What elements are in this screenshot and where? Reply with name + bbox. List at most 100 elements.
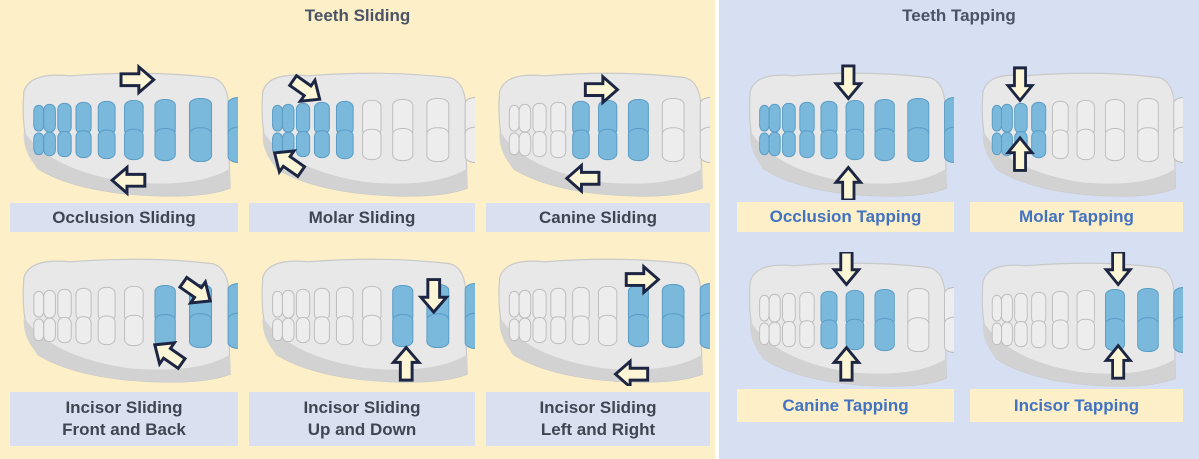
upper-tooth xyxy=(314,288,329,320)
cell-label-line2: Front and Back xyxy=(62,419,186,441)
upper-tooth xyxy=(760,105,769,131)
teeth-tapping-panel: Teeth Tapping Occlusion TappingMolar Tap… xyxy=(719,0,1199,459)
lower-tooth xyxy=(551,131,566,158)
lower-tooth xyxy=(992,323,1001,345)
lower-tooth xyxy=(76,131,91,158)
lower-tooth xyxy=(519,318,530,341)
upper-tooth xyxy=(34,291,44,317)
illustration-cell: Canine Tapping xyxy=(737,252,954,422)
upper-tooth xyxy=(1002,104,1013,132)
lower-tooth xyxy=(551,317,566,344)
lower-tooth xyxy=(760,323,769,345)
cell-label-line1: Incisor Sliding xyxy=(303,397,420,419)
upper-tooth xyxy=(273,105,283,131)
upper-tooth xyxy=(282,290,294,318)
molar-tapping-teeth-icon xyxy=(970,62,1183,200)
lower-tooth xyxy=(662,314,684,348)
lower-tooth xyxy=(44,318,56,341)
lower-tooth xyxy=(314,317,329,344)
lower-tooth xyxy=(573,130,590,159)
lower-tooth xyxy=(599,129,617,159)
upper-tooth xyxy=(551,102,566,134)
upper-tooth xyxy=(1032,292,1046,324)
upper-tooth xyxy=(769,294,780,322)
upper-tooth xyxy=(509,105,519,131)
cell-label: Incisor SlidingFront and Back xyxy=(10,392,238,446)
lower-tooth xyxy=(1174,127,1183,162)
lower-tooth xyxy=(427,314,449,348)
upper-tooth xyxy=(509,291,519,317)
cell-label-line1: Molar Sliding xyxy=(309,207,416,229)
cell-label: Incisor SlidingLeft and Right xyxy=(486,392,710,446)
upper-tooth xyxy=(533,103,546,133)
cell-label-line2: Up and Down xyxy=(308,419,417,441)
lower-tooth xyxy=(783,321,796,346)
upper-tooth xyxy=(551,288,566,320)
lower-tooth xyxy=(1052,320,1068,349)
lower-tooth xyxy=(1077,319,1094,349)
upper-tooth xyxy=(1032,102,1046,134)
lower-tooth xyxy=(363,129,381,159)
lower-tooth xyxy=(465,313,475,348)
upper-tooth xyxy=(34,105,44,131)
lower-tooth xyxy=(228,127,238,162)
lower-tooth xyxy=(533,131,546,156)
upper-tooth xyxy=(783,293,796,323)
cell-label: Incisor Tapping xyxy=(970,389,1183,422)
cell-label-line1: Canine Sliding xyxy=(539,207,657,229)
cell-label-line1: Canine Tapping xyxy=(782,395,908,417)
lower-tooth xyxy=(509,133,519,155)
illustration-cell: Incisor SlidingFront and Back xyxy=(10,248,238,446)
lower-tooth xyxy=(1077,129,1094,159)
lower-tooth xyxy=(363,315,381,345)
lower-tooth xyxy=(189,314,211,348)
upper-tooth xyxy=(1015,103,1028,133)
lower-tooth xyxy=(465,127,475,162)
lower-tooth xyxy=(908,128,929,162)
cell-label-line1: Incisor Sliding xyxy=(65,397,182,419)
lower-tooth xyxy=(1174,317,1183,352)
upper-tooth xyxy=(58,289,71,319)
upper-tooth xyxy=(44,290,56,318)
lower-tooth xyxy=(519,132,530,155)
lower-tooth xyxy=(1105,129,1124,161)
canine-sliding-teeth-icon xyxy=(486,62,710,200)
cell-label: Canine Sliding xyxy=(486,203,710,232)
lower-tooth xyxy=(314,131,329,158)
cell-label-line1: Incisor Tapping xyxy=(1014,395,1139,417)
cell-label-line2: Left and Right xyxy=(541,419,655,441)
illustration-cell: Molar Tapping xyxy=(970,62,1183,232)
upper-tooth xyxy=(44,104,56,132)
lower-tooth xyxy=(34,133,44,155)
lower-tooth xyxy=(336,130,353,159)
teeth-tapping-title: Teeth Tapping xyxy=(719,6,1199,26)
lower-tooth xyxy=(155,129,175,161)
lower-tooth xyxy=(846,129,864,159)
upper-tooth xyxy=(992,295,1001,321)
illustration-cell: Incisor Tapping xyxy=(970,252,1183,422)
upper-tooth xyxy=(296,289,309,319)
lower-tooth xyxy=(700,127,710,162)
lower-tooth xyxy=(282,318,294,341)
lower-tooth xyxy=(800,321,814,348)
illustration-cell: Occlusion Tapping xyxy=(737,62,954,232)
lower-tooth xyxy=(1052,130,1068,159)
cell-label-line1: Molar Tapping xyxy=(1019,206,1134,228)
lower-tooth xyxy=(228,313,238,348)
lower-tooth xyxy=(296,131,309,156)
incisor-left-right-teeth-icon xyxy=(486,248,710,386)
teeth-sliding-panel: Teeth Sliding Occlusion SlidingMolar Sli… xyxy=(0,0,715,459)
lower-tooth xyxy=(1138,128,1159,162)
upper-tooth xyxy=(296,103,309,133)
lower-tooth xyxy=(662,128,684,162)
lower-tooth xyxy=(1138,318,1159,352)
lower-tooth xyxy=(1002,322,1013,345)
lower-tooth xyxy=(628,315,648,347)
cell-label: Molar Tapping xyxy=(970,202,1183,232)
lower-tooth xyxy=(58,317,71,342)
lower-tooth xyxy=(273,319,283,341)
cell-label: Occlusion Sliding xyxy=(10,203,238,232)
lower-tooth xyxy=(76,317,91,344)
cell-label: Incisor SlidingUp and Down xyxy=(249,392,475,446)
lower-tooth xyxy=(533,317,546,342)
